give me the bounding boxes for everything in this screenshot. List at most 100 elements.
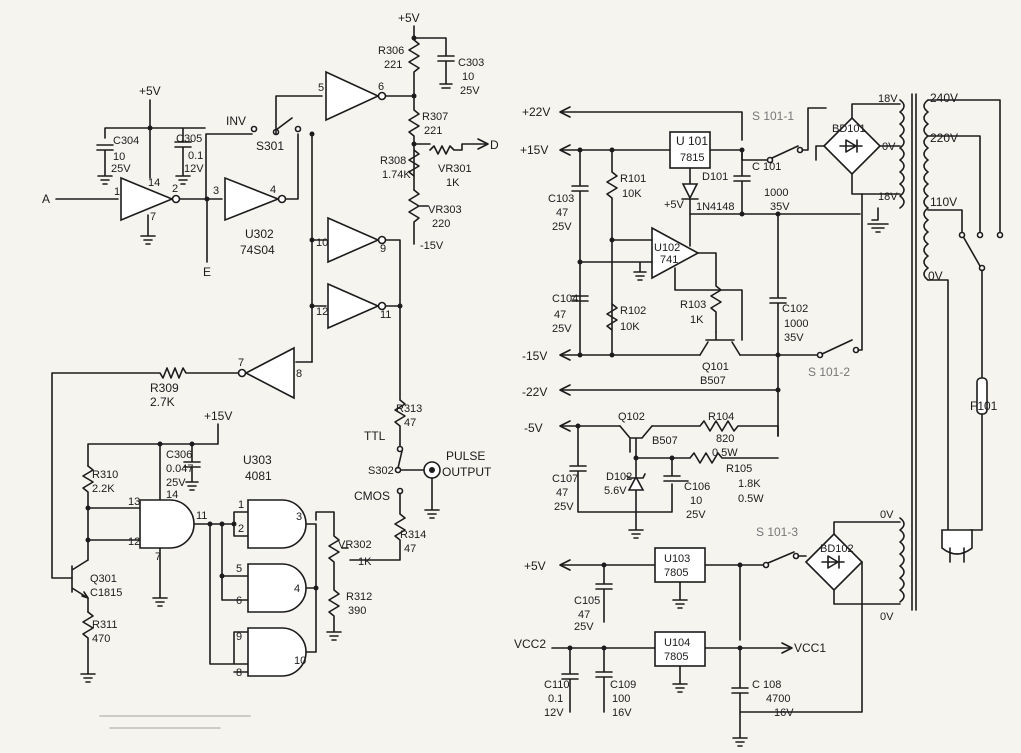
bridge-diode-symbol <box>821 555 845 569</box>
rating-c106: 25V <box>686 509 706 521</box>
wire-s301 <box>205 133 299 200</box>
label-r309: R309 <box>150 381 179 395</box>
inverter-u302-5 <box>327 282 380 330</box>
scan-noise <box>99 715 251 729</box>
capacitor-c102 <box>769 213 787 437</box>
label-u101: U 101 <box>676 134 708 148</box>
ground-symbol <box>672 581 688 609</box>
pin-6: 6 <box>378 81 384 93</box>
input-a-label: A <box>42 192 50 206</box>
switch-contact <box>762 561 770 569</box>
label-pulse: PULSE <box>446 449 485 463</box>
rail-plus5v-top: +5V <box>398 11 420 25</box>
pin-5b: 5 <box>236 563 242 575</box>
emitter-arrow <box>81 591 89 599</box>
rail-minus15v: -15V <box>420 240 444 252</box>
resistor-r101-r102 <box>606 149 618 355</box>
label-d102: D102 <box>606 471 632 483</box>
rail-plus5v-left: +5V <box>139 84 161 98</box>
value-c102: 1000 <box>784 318 808 330</box>
junction-dot <box>737 562 743 568</box>
jack-center <box>429 467 435 473</box>
inverter-u302-2 <box>224 176 281 222</box>
wire-u102-q101 <box>674 267 743 341</box>
pin-10b: 10 <box>294 655 306 667</box>
zener-bar <box>626 473 646 479</box>
plug-pins <box>949 547 965 563</box>
rating-c101: 35V <box>770 201 790 213</box>
value-c305: 0.1 <box>188 150 203 162</box>
pin-4: 4 <box>270 184 276 196</box>
label-ttl: TTL <box>364 429 386 443</box>
value-c306: 0.047 <box>166 463 194 475</box>
wire-s301-common <box>275 95 323 135</box>
label-q102: Q102 <box>618 411 645 423</box>
arrow-vcc1 <box>781 642 793 654</box>
inverter-u302-6 <box>244 346 295 400</box>
value-r101: 10K <box>622 188 642 200</box>
and-gate-u303-4 <box>247 627 307 677</box>
diode-d101 <box>681 183 699 200</box>
switch-contact <box>294 125 302 133</box>
value-c104: 47 <box>554 309 566 321</box>
rail-minus5v: -5V <box>524 421 543 435</box>
wire-bd102-secondary <box>739 521 901 713</box>
value-vr303: 220 <box>432 218 450 230</box>
label-r307: R307 <box>422 111 448 123</box>
opamp-u102 <box>651 226 700 280</box>
label-c103: C103 <box>548 193 574 205</box>
label-r103: R103 <box>680 299 706 311</box>
rating-c110: 12V <box>544 707 564 719</box>
watt-r105: 0.5W <box>738 493 764 505</box>
type-u102: 741 <box>660 254 678 266</box>
pin-1b: 1 <box>238 499 244 511</box>
value-vr301: 1K <box>446 177 460 189</box>
bridge-diode-symbol <box>839 139 863 153</box>
voltage-selector-wiring <box>927 99 1001 531</box>
wire-to-e <box>179 198 223 263</box>
junction-dot <box>309 303 315 309</box>
wire-fuse-plug <box>969 413 983 531</box>
inverter-u302-1 <box>120 176 175 222</box>
selector-contact <box>958 231 966 239</box>
switch-contact-ttl <box>396 445 404 453</box>
label-bd101: BD101 <box>832 123 866 135</box>
switch-contact <box>250 125 258 133</box>
label-u102: U102 <box>654 242 680 254</box>
type-u103: 7805 <box>664 567 688 579</box>
resistor-r103 <box>697 252 722 333</box>
label-c306: C306 <box>166 449 192 461</box>
and-gate-u303-2 <box>247 499 307 549</box>
selector-contact <box>996 231 1004 239</box>
label-s101-2: S 101-2 <box>808 365 850 379</box>
wire-bd101-secondary <box>851 103 901 195</box>
watt-r104: 0.5W <box>712 447 738 459</box>
pin-6b: 6 <box>236 595 242 607</box>
rating-c104: 25V <box>552 323 572 335</box>
pin-9: 9 <box>380 243 386 255</box>
arrow-m15v <box>559 349 571 361</box>
label-u303: U303 <box>243 453 272 467</box>
value-c303: 10 <box>462 71 474 83</box>
label-s101-3: S 101-3 <box>756 525 798 539</box>
pin-7b: 7 <box>238 357 244 369</box>
pin-9b: 9 <box>236 631 242 643</box>
label-secondary-0v: 0V <box>882 141 896 153</box>
rating-c107: 25V <box>554 501 574 513</box>
label-u104: U104 <box>664 637 690 649</box>
pin-11b: 11 <box>196 510 207 522</box>
inverter-u302-3 <box>325 70 380 122</box>
pin-5: 5 <box>318 82 324 94</box>
label-vcc1: VCC1 <box>794 641 826 655</box>
voltage-selector-lever <box>963 237 983 379</box>
wire-r310-gate <box>87 507 141 541</box>
scan-artifacts <box>99 715 251 729</box>
junction-dot <box>309 131 315 137</box>
capacitor-c109 <box>595 647 613 713</box>
value-c110: 0.1 <box>548 693 563 705</box>
rating-c109: 16V <box>612 707 632 719</box>
arrow-m22v <box>559 384 571 396</box>
rail-minus22v: -22V <box>522 385 547 399</box>
